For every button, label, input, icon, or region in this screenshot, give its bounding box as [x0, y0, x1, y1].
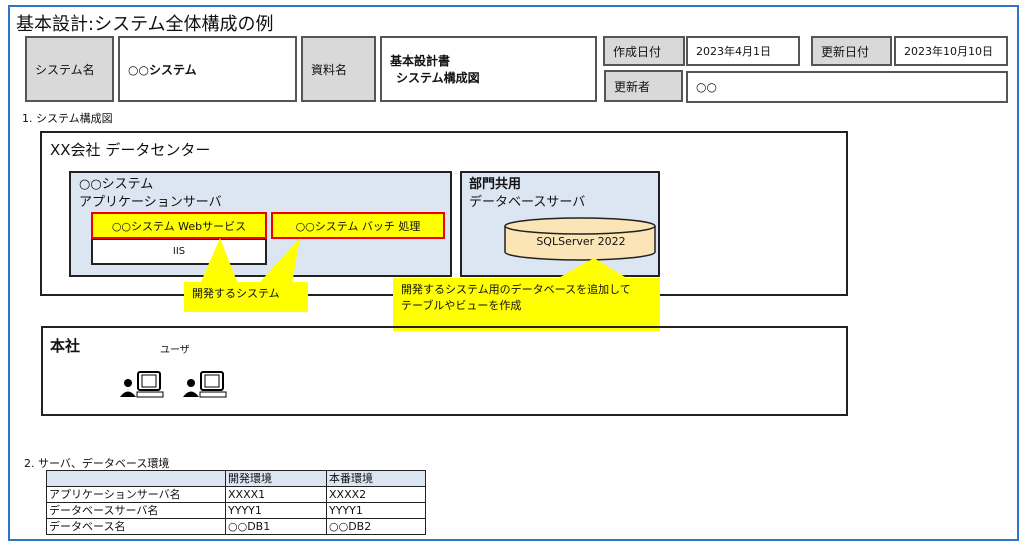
table-row: データベース名○○DB1○○DB2	[46, 518, 426, 535]
document-frame	[8, 5, 1019, 541]
doc-name-line1: 基本設計書	[390, 54, 451, 68]
updater-label: 更新者	[604, 70, 683, 102]
dev-system-callout: 開発するシステム	[184, 282, 308, 312]
section-2-heading: 2. サーバ、データベース環境	[24, 457, 170, 470]
user-computer-icon	[183, 371, 227, 398]
user-computer-icons	[120, 371, 227, 398]
system-name-label: システム名	[25, 36, 114, 102]
system-name-value: ○○システム	[118, 36, 297, 102]
section-1-heading: 1. システム構成図	[22, 112, 113, 125]
web-service-box: ○○システム Webサービス	[91, 212, 267, 239]
updater-value: ○○	[686, 71, 1008, 103]
table-cell: アプリケーションサーバ名	[46, 486, 226, 503]
app-server-line2: アプリケーションサーバ	[79, 195, 222, 210]
table-cell: ○○DB1	[225, 518, 327, 535]
datacenter-title: XX会社 データセンター	[50, 141, 211, 159]
updated-date-value: 2023年10月10日	[894, 36, 1008, 66]
table-cell: YYYY1	[326, 502, 426, 519]
table-cell: ○○DB2	[326, 518, 426, 535]
user-computer-icon	[120, 371, 164, 398]
doc-name-line2: システム構成図	[396, 71, 480, 85]
db-server-line1: 部門共用	[469, 177, 522, 192]
created-date-label: 作成日付	[603, 36, 685, 66]
created-date-value: 2023年4月1日	[686, 36, 800, 66]
table-header: 本番環境	[326, 470, 426, 487]
table-header	[46, 470, 226, 487]
updated-date-label: 更新日付	[811, 36, 892, 66]
db-server-line2: データベースサーバ	[469, 195, 586, 210]
user-label: ユーザ	[160, 345, 190, 356]
db-server-label: 部門共用 データベースサーバ	[469, 176, 585, 212]
doc-name-label: 資料名	[301, 36, 376, 102]
table-cell: XXXX2	[326, 486, 426, 503]
table-header-row: 開発環境 本番環境	[46, 470, 426, 487]
page-title: 基本設計:システム全体構成の例	[16, 14, 274, 35]
table-cell: XXXX1	[225, 486, 327, 503]
table-cell: データベース名	[46, 518, 226, 535]
iis-box: IIS	[91, 238, 267, 265]
table-header: 開発環境	[225, 470, 327, 487]
doc-name-value: 基本設計書 システム構成図	[380, 36, 597, 102]
hq-title: 本社	[50, 337, 81, 355]
table-cell: YYYY1	[225, 502, 327, 519]
db-callout-line2: テーブルやビューを作成	[401, 299, 522, 312]
app-server-label: ○○システム アプリケーションサーバ	[79, 176, 222, 212]
app-server-line1: ○○システム	[79, 177, 154, 192]
database-cylinder-icon	[504, 217, 656, 261]
table-cell: データベースサーバ名	[46, 502, 226, 519]
db-callout-line1: 開発するシステム用のデータベースを追加して	[401, 283, 631, 296]
database-label: SQLServer 2022	[536, 235, 626, 248]
db-callout: 開発するシステム用のデータベースを追加して テーブルやビューを作成	[393, 278, 660, 331]
hq-box	[41, 326, 848, 416]
batch-process-box: ○○システム バッチ 処理	[271, 212, 445, 239]
